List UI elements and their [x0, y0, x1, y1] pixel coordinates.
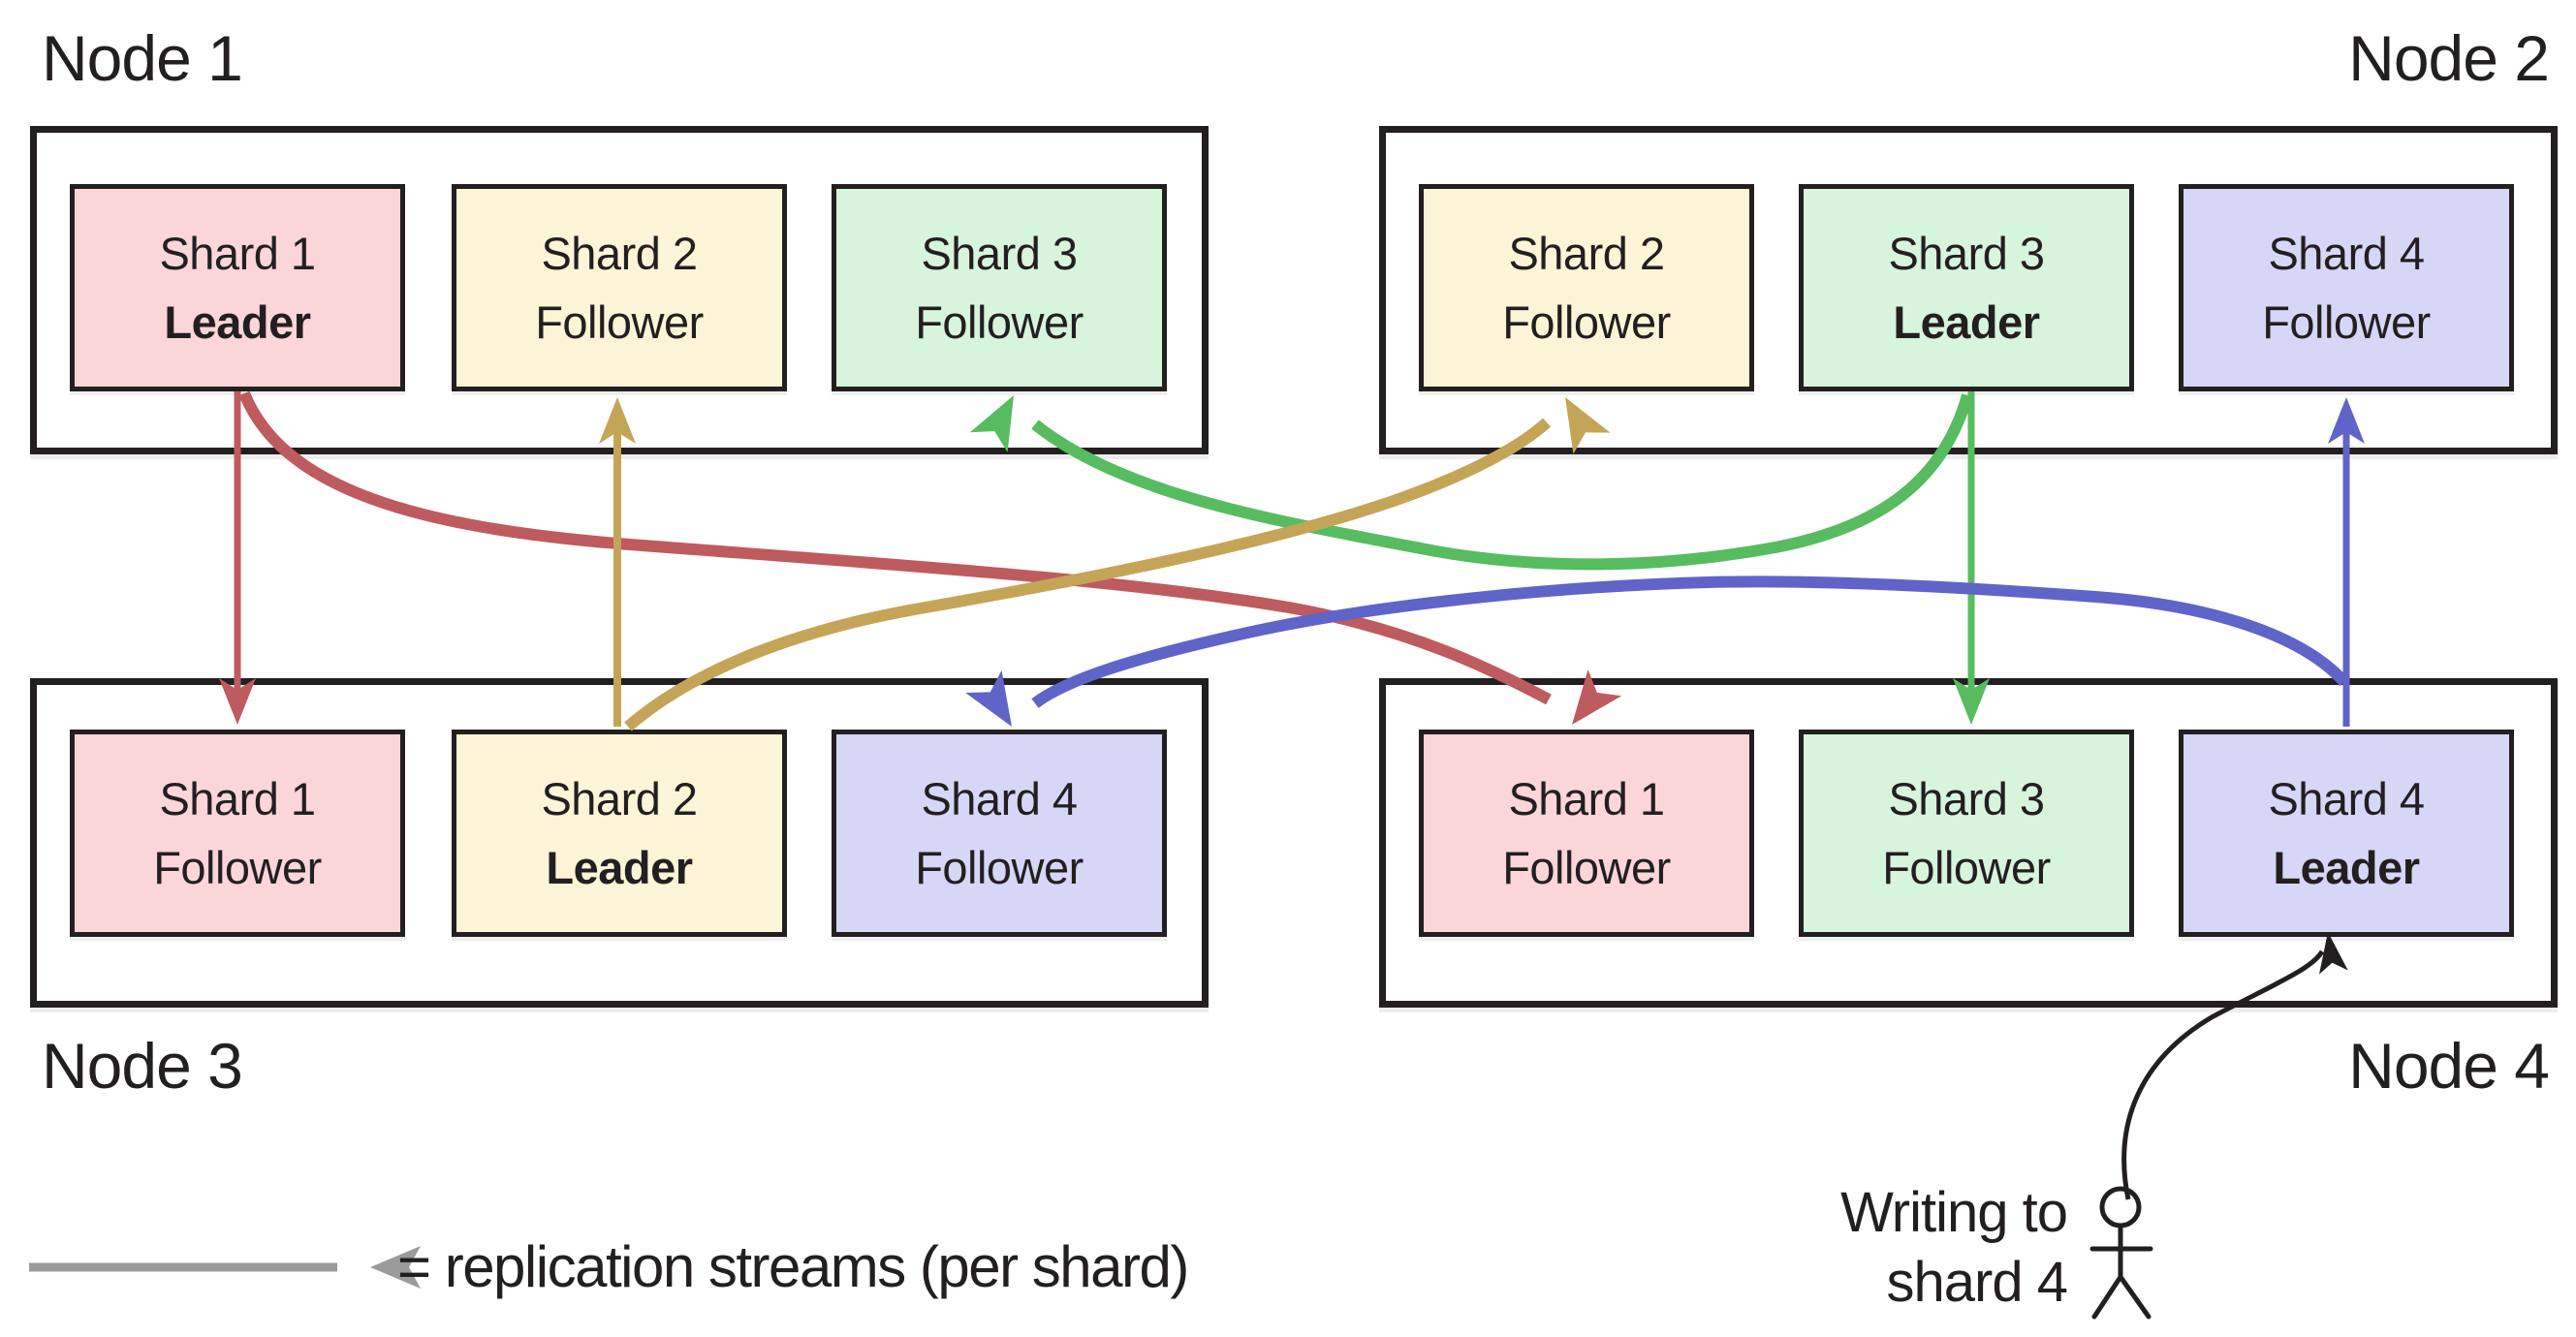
shard-box-node4-shard1: Shard 1 Follower — [1419, 730, 1754, 937]
shard-role-label: Leader — [546, 842, 693, 893]
legend-label: = replication streams (per shard) — [397, 1234, 1189, 1299]
shard-name-label: Shard 4 — [2268, 228, 2425, 279]
shard-name-label: Shard 1 — [159, 228, 316, 279]
shard-name-label: Shard 1 — [1508, 773, 1665, 824]
shard-box-node3-shard1: Shard 1 Follower — [70, 730, 405, 937]
shard-role-label: Follower — [1882, 842, 2051, 893]
shard-role-label: Follower — [1502, 296, 1671, 348]
shard-role-label: Follower — [915, 842, 1084, 893]
writer-caption: Writing to shard 4 — [1840, 1178, 2068, 1318]
shard-name-label: Shard 3 — [921, 228, 1078, 279]
shard-name-label: Shard 4 — [921, 773, 1078, 824]
shard-role-label: Leader — [164, 296, 311, 348]
shard-name-label: Shard 2 — [541, 228, 698, 279]
shard-role-label: Leader — [1893, 296, 2040, 348]
shard-box-node3-shard4: Shard 4 Follower — [832, 730, 1167, 937]
node-1-label: Node 1 — [42, 22, 243, 94]
shard-box-node2-shard2: Shard 2 Follower — [1419, 184, 1754, 391]
shard-box-node4-shard3: Shard 3 Follower — [1799, 730, 2134, 937]
shard-role-label: Follower — [535, 296, 704, 348]
shard-box-node4-shard4: Shard 4 Leader — [2179, 730, 2514, 937]
shard-role-label: Leader — [2273, 842, 2420, 893]
person-icon — [2089, 1186, 2153, 1320]
node-4-label: Node 4 — [2348, 1030, 2550, 1102]
shard-box-node1-shard3: Shard 3 Follower — [832, 184, 1167, 391]
shard-name-label: Shard 4 — [2268, 773, 2425, 824]
person-head — [2099, 1186, 2142, 1228]
shard-role-label: Follower — [915, 296, 1084, 348]
shard-role-label: Follower — [1502, 842, 1671, 893]
shard-name-label: Shard 2 — [541, 773, 698, 824]
shard-box-node3-shard2: Shard 2 Leader — [452, 730, 787, 937]
node-3-label: Node 3 — [42, 1030, 243, 1102]
shard-name-label: Shard 1 — [159, 773, 316, 824]
shard-name-label: Shard 3 — [1888, 228, 2045, 279]
shard-name-label: Shard 3 — [1888, 773, 2045, 824]
node-2-label: Node 2 — [2348, 22, 2550, 94]
person-leg-right — [2118, 1274, 2152, 1320]
writer-caption-line2: shard 4 — [1886, 1251, 2068, 1314]
writer-caption-line1: Writing to — [1840, 1181, 2068, 1244]
shard-box-node2-shard3: Shard 3 Leader — [1799, 184, 2134, 391]
shard-name-label: Shard 2 — [1508, 228, 1665, 279]
person-leg-left — [2091, 1274, 2123, 1320]
shard-role-label: Follower — [2262, 296, 2431, 348]
shard-role-label: Follower — [153, 842, 322, 893]
shard-box-node1-shard2: Shard 2 Follower — [452, 184, 787, 391]
legend-arrow-group — [29, 1246, 421, 1289]
shard-box-node1-shard1: Shard 1 Leader — [70, 184, 405, 391]
shard-box-node2-shard4: Shard 4 Follower — [2179, 184, 2514, 391]
